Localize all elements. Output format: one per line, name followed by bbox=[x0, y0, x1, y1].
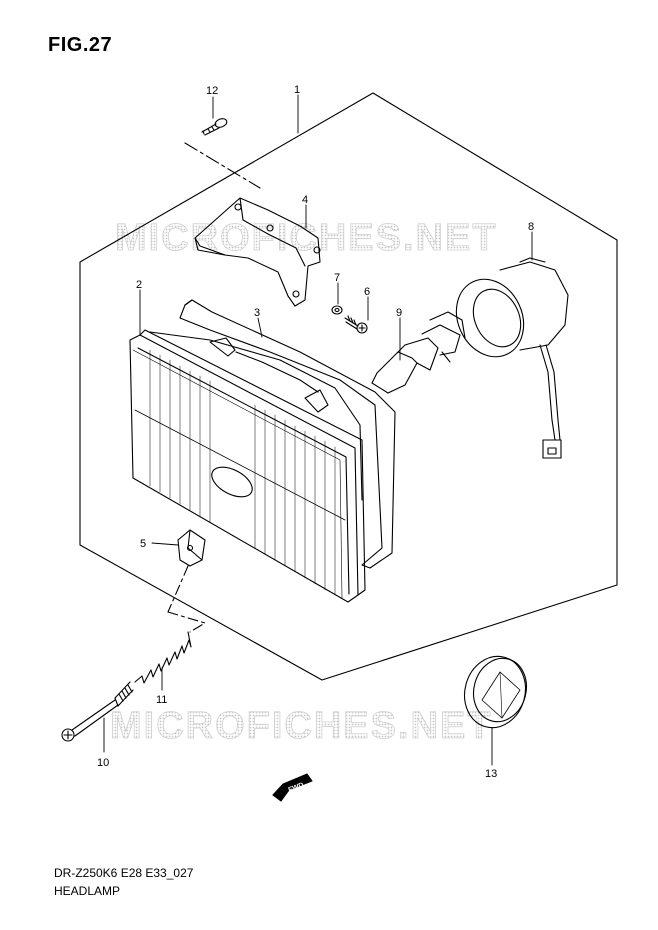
spring-11-icon bbox=[134, 631, 192, 684]
callout-9: 9 bbox=[396, 307, 402, 319]
screw-6-icon bbox=[344, 315, 368, 334]
screw-12-icon bbox=[201, 118, 228, 136]
figure-title: FIG.27 bbox=[48, 34, 113, 56]
callout-13: 13 bbox=[485, 768, 497, 780]
callout-numbers: 1 2 3 4 5 6 7 8 9 10 11 12 13 bbox=[97, 84, 534, 780]
leader-10 bbox=[167, 611, 206, 633]
callout-3: 3 bbox=[254, 307, 260, 319]
leader-12 bbox=[184, 142, 261, 189]
leader-5 bbox=[167, 565, 189, 613]
callout-4: 4 bbox=[302, 194, 308, 206]
screw-10-icon bbox=[61, 681, 134, 742]
rim-3-icon bbox=[179, 299, 396, 569]
callout-10: 10 bbox=[97, 757, 109, 769]
watermark-bottom: MICROFICHES.NET bbox=[110, 705, 493, 747]
callout-8: 8 bbox=[528, 221, 534, 233]
model-code: DR-Z250K6 E28 E33_027 bbox=[54, 866, 194, 880]
fwd-arrow-icon: FWD bbox=[272, 773, 313, 802]
callout-12: 12 bbox=[206, 85, 218, 97]
part-name: HEADLAMP bbox=[54, 884, 121, 898]
nut-7-icon bbox=[331, 305, 343, 315]
callout-5: 5 bbox=[140, 538, 146, 550]
lamp-body-icon bbox=[149, 331, 363, 501]
socket-8-icon bbox=[455, 257, 569, 459]
callout-11: 11 bbox=[156, 694, 167, 706]
headlight-lens-2-icon bbox=[129, 329, 366, 603]
bulb-9-icon bbox=[371, 311, 466, 394]
assembly-outline bbox=[79, 92, 618, 681]
watermark-top: MICROFICHES.NET bbox=[115, 217, 498, 259]
callout-7: 7 bbox=[334, 272, 340, 284]
callout-leaders bbox=[103, 94, 533, 766]
callout-2: 2 bbox=[136, 279, 142, 291]
callout-1: 1 bbox=[294, 84, 300, 96]
clip-5-icon bbox=[177, 529, 206, 567]
cap-13-icon bbox=[464, 655, 527, 729]
bracket-4-icon bbox=[194, 197, 321, 307]
callout-6: 6 bbox=[364, 286, 370, 298]
